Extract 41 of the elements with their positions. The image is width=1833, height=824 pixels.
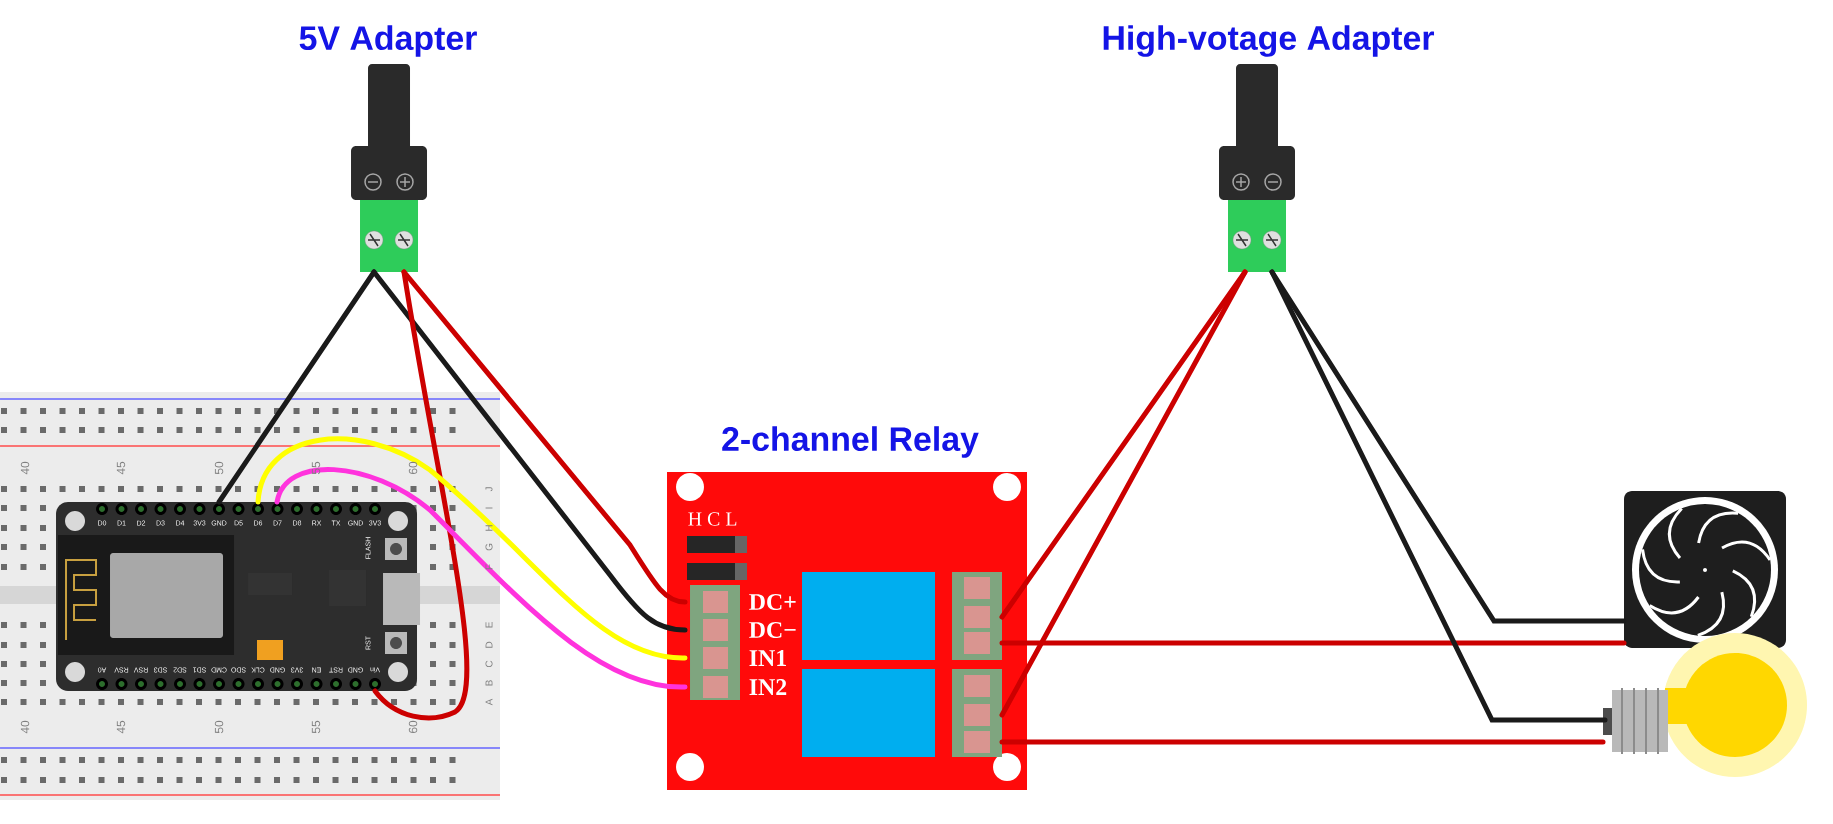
row-letter: G xyxy=(485,543,493,551)
row-letter: C xyxy=(485,660,493,668)
wire xyxy=(274,467,688,690)
heading: 2-channel Relay xyxy=(722,426,979,458)
wire xyxy=(999,269,1248,718)
column-number: 50 xyxy=(214,720,224,734)
row-letter: B xyxy=(485,680,493,686)
column-number: 55 xyxy=(311,720,321,734)
terminal-label: DC+ xyxy=(749,593,796,611)
microcontroller-board-drawing xyxy=(56,502,420,691)
row-letter: H xyxy=(485,525,493,531)
light-bulb-drawing xyxy=(1603,633,1807,777)
row-letter: F xyxy=(485,564,493,570)
column-number: 60 xyxy=(408,461,418,475)
wire xyxy=(999,269,1248,620)
wire xyxy=(255,436,688,661)
column-number: 60 xyxy=(408,720,418,734)
row-letter: D xyxy=(485,641,493,648)
column-number: 55 xyxy=(311,461,321,475)
terminal-label: IN2 xyxy=(749,679,787,695)
wire xyxy=(372,269,470,721)
wire xyxy=(999,739,1606,745)
wire xyxy=(1269,269,1627,624)
wire xyxy=(371,269,688,633)
column-number: 45 xyxy=(116,461,126,475)
terminal-label: IN1 xyxy=(749,650,786,666)
heading: 5V Adapter xyxy=(299,25,477,57)
column-number: 50 xyxy=(214,461,224,475)
heading: High-votage Adapter xyxy=(1103,25,1434,57)
row-letter: E xyxy=(485,622,493,628)
wire xyxy=(1269,269,1608,723)
row-letter: J xyxy=(485,487,493,492)
row-letter: A xyxy=(485,698,493,706)
column-number: 40 xyxy=(20,461,30,475)
column-number: 40 xyxy=(20,720,30,734)
wire xyxy=(999,640,1627,646)
jumper-label: H C L xyxy=(688,512,737,526)
terminal-label: DC− xyxy=(749,621,796,639)
fan-drawing xyxy=(1624,491,1786,648)
column-number: 45 xyxy=(116,720,126,734)
wire xyxy=(401,269,688,605)
